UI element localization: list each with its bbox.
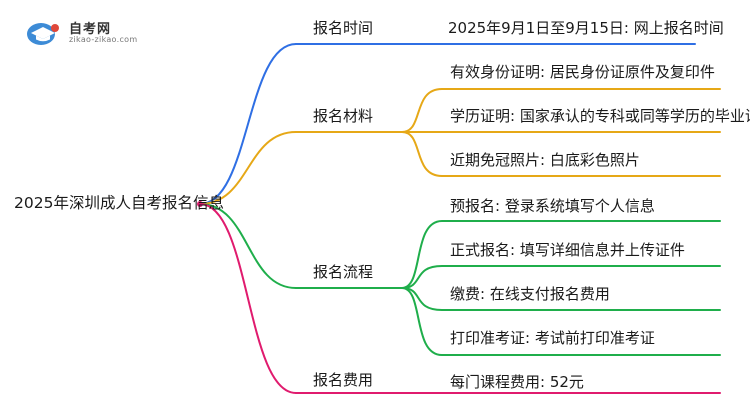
connector-root-to-time xyxy=(199,43,297,205)
connector-process-leaf-1 xyxy=(401,265,721,289)
root-anchor-dot xyxy=(197,201,203,207)
leaf-id-proof: 有效身份证明: 居民身份证原件及复印件 xyxy=(450,63,715,81)
connector-materials-leaf-2 xyxy=(401,131,721,177)
leaf-pre-registration: 预报名: 登录系统填写个人信息 xyxy=(450,197,655,215)
root-topic: 2025年深圳成人自考报名信息 xyxy=(14,194,224,212)
leaf-course-fee: 每门课程费用: 52元 xyxy=(450,373,584,391)
logo-name: 自考网 xyxy=(69,22,112,37)
leaf-registration-period: 2025年9月1日至9月15日: 网上报名时间 xyxy=(448,19,724,37)
branch-process-label: 报名流程 xyxy=(313,263,374,281)
connector-process-leaf-0 xyxy=(401,220,721,289)
graduation-cap-icon xyxy=(27,23,59,45)
connector-process-leaf-3 xyxy=(401,287,721,356)
leaf-payment: 缴费: 在线支付报名费用 xyxy=(450,285,610,303)
leaf-diploma-proof: 学历证明: 国家承认的专科或同等学历的毕业证书 xyxy=(450,107,750,125)
connector-process-leaf-2 xyxy=(401,287,721,311)
connector-root-to-fee xyxy=(199,203,297,394)
leaf-print-admission: 打印准考证: 考试前打印准考证 xyxy=(450,329,655,347)
connector-root-to-process xyxy=(199,203,297,289)
branch-materials-label: 报名材料 xyxy=(313,107,374,125)
leaf-photo: 近期免冠照片: 白底彩色照片 xyxy=(450,151,640,169)
logo-url: zikao-zikao.com xyxy=(69,35,138,44)
branch-fee-label: 报名费用 xyxy=(313,371,374,389)
branch-registration-time-label: 报名时间 xyxy=(313,19,374,37)
leaf-formal-registration: 正式报名: 填写详细信息并上传证件 xyxy=(450,241,685,259)
connector-materials-leaf-0 xyxy=(401,88,721,133)
logo: 自考网 zikao-zikao.com xyxy=(26,18,176,48)
connector-root-to-materials xyxy=(199,131,297,205)
